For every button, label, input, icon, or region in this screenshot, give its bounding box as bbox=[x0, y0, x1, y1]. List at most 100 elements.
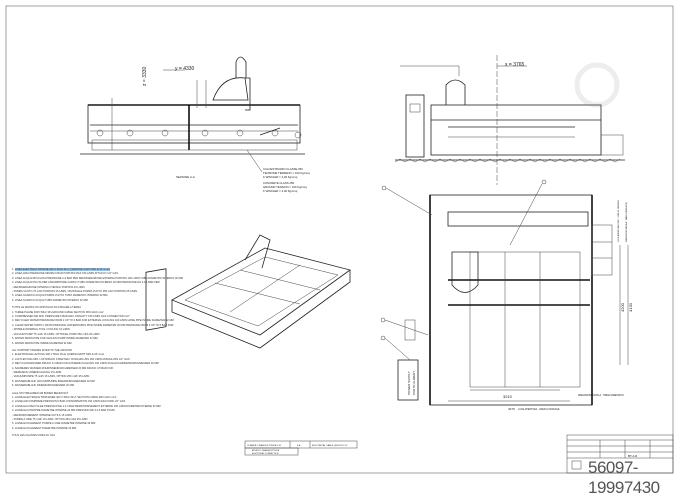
note-item: 2. LUFTLEITUNG MIN. LUFTDRUCK 6 BAR MAX.… bbox=[12, 358, 212, 362]
power-box-label-2: PUNTO ALIMENT. bbox=[412, 370, 416, 395]
side-label-2: DIMENSIONI TAVOLA - TABLE DIMENSION bbox=[625, 202, 628, 242]
legend-cell: CLIMATE: LINEA ELETTRICA T.10 bbox=[247, 444, 282, 447]
note-number: 6. bbox=[12, 426, 15, 430]
foundation-notes: CALCESTRUZZO CLASSE 250 TENSIONE TERRENO… bbox=[263, 167, 310, 193]
legend-symbol-en: ELECTRICAL CONNECTION bbox=[252, 452, 279, 455]
note-text: THREE PHASE 400V 50Hz 3P+GROUND CABLE SE… bbox=[14, 310, 104, 314]
note-number: 5. bbox=[12, 337, 15, 341]
note-item: 1. ELEKTRISCHE LEITUNG 400 V 50Hz 3F+E Q… bbox=[12, 353, 212, 357]
legend-table: CLIMATE: LINEA ELETTRICA T.10 3 A ELECTR… bbox=[244, 440, 358, 456]
passage-label: LUCE APERTURA - USEFUL PASSAGE bbox=[518, 408, 560, 411]
section-label: SEZIONE A-A bbox=[176, 175, 195, 179]
isometric-view bbox=[145, 234, 351, 349]
note-text: LINEA ARIA PRESSIONE MINIMA 6 BAR PORTAT… bbox=[14, 272, 119, 276]
note-item: 4. LIGNE EAU PROPRE DIAMETRE INTERNE 20 … bbox=[12, 409, 212, 413]
note-text: - REFROIDISSEMENT INTERNE OUTILS 15 L/MI… bbox=[12, 413, 72, 417]
note-item: 3. LIGNE EAU RECYCLEE PRESSION DE 2 A 3 … bbox=[12, 405, 212, 409]
installation-notes: 1. LINEA ELETTRICA TRIFASE 400 V 50Hz 3F… bbox=[12, 268, 212, 439]
note-number: 1. bbox=[12, 268, 15, 271]
side-label-1: LUCE APERTURA UTILE - USEFUL OPENING bbox=[617, 199, 620, 242]
plan-view: POWER SUPPLY PUNTO ALIMENT. 3210 4379 LU… bbox=[380, 179, 633, 411]
note-text: TOUS LES CHASSIS FIXES AU SOL bbox=[12, 434, 56, 438]
note-number: 1. bbox=[12, 395, 15, 399]
note-text: LIGNE ECOULEMENT POMPE A VIDE DIAMETRE I… bbox=[14, 422, 96, 426]
note-text: ALL SUPPORT FRAMES FIXED TO THE GROUND bbox=[12, 348, 72, 352]
notes-heading: TUTTE LE MATRICI DI APPOGGIO DA FISSARE … bbox=[12, 306, 212, 310]
foundation-note: CALCESTRUZZO CLASSE 250 bbox=[263, 167, 303, 171]
note-text: LINEA SCARICO ACQUA TUBO DIAMETRO INTERN… bbox=[14, 298, 88, 302]
note-item: 3. LINEA ACQUA RICICLATA PRESSIONE 2-3 B… bbox=[12, 277, 212, 281]
table-dimension-label: DIMENSIONI TAVOLA - TABLE DIMENSION bbox=[578, 394, 624, 397]
note-number: 1. bbox=[12, 353, 15, 357]
note-text: SAUBERES WASSER ROHRINNENDURCHMESSER 20 … bbox=[14, 366, 114, 370]
notes-heading: ALLE STUTZRAHMEN AM BODEN BEFESTIGT bbox=[12, 392, 212, 396]
note-item: 4. SAUBERES WASSER ROHRINNENDURCHMESSER … bbox=[12, 367, 212, 371]
note-number: 3. bbox=[12, 404, 15, 408]
note-number: 4. bbox=[12, 366, 15, 370]
note-number: 5. bbox=[12, 422, 15, 426]
note-number: 3. bbox=[12, 276, 15, 280]
note-item: 3. RECYCLED WATER PRESSURE FROM 2 UP TO … bbox=[12, 319, 212, 323]
note-text: - REFRIGERAZIONE INTERNA UTENSILI PORTAT… bbox=[12, 285, 85, 289]
note-item: 6. LIGNE ECOULEMENT DIAMETRE INTERNE 32 … bbox=[12, 427, 212, 431]
note-item: 5. LINEA SCARICO ACQUA POMPA VUOTO TUBO … bbox=[12, 294, 212, 298]
foundation-note: GROUND TENSION = 100 Kg/cmq bbox=[263, 185, 307, 189]
x-dimension: x = 3765 bbox=[505, 62, 525, 68]
note-item: - VACUUM PUMP 75 m3/h 15 L/MIN, OPTIONAL… bbox=[12, 333, 212, 337]
foundation-note: K WINKLER = 4,00 Kg/cmq bbox=[263, 175, 298, 179]
note-text: LIGNE AIR COMPRIME PRESSION 6 BAR CONSOM… bbox=[14, 400, 126, 404]
note-number: 6. bbox=[12, 384, 15, 388]
note-item: 1. LINEA ELETTRICA TRIFASE 400 V 50Hz 3F… bbox=[12, 268, 212, 272]
note-item: 5. WATER DRAIN PIPE FOR VACUUM PUMP INSI… bbox=[12, 337, 212, 341]
legend-cell: ELECTRICAL CABLE LENGTH T.10 bbox=[312, 444, 348, 447]
drawing-frame bbox=[5, 5, 674, 474]
note-text: LINEA ACQUA PULITA PER ASSORBITORE CARIC… bbox=[14, 281, 161, 285]
note-text: ALLE STUTZRAHMEN AM BODEN BEFESTIGT bbox=[12, 391, 69, 395]
note-number: 2. bbox=[12, 357, 15, 361]
note-text: LIGNE ECOULEMENT DIAMETRE INTERNE 32 MM bbox=[14, 426, 77, 430]
drawing-code: BT.A.R bbox=[628, 454, 638, 458]
note-item: 1. LIGNE ELECTRIQUE TRIPHASEE 400 V 50Hz… bbox=[12, 396, 212, 400]
note-item: - REFRIGERAZIONE INTERNA UTENSILI PORTAT… bbox=[12, 286, 212, 290]
note-item: - POMPA VUOTO 75 m3/h PORTATA 15 L/MIN, … bbox=[12, 290, 212, 294]
depth-dimension-1: 4200 bbox=[620, 302, 625, 312]
note-item: 6. WATER DRAIN PIPE INSIDE DIAMETER 32 M… bbox=[12, 342, 212, 346]
note-number: 4. bbox=[12, 281, 15, 285]
note-item: - POMPE A VIDE 75 m3/h 15 L/MIN, OPTION … bbox=[12, 418, 212, 422]
note-text: LINEA SCARICO ACQUA POMPA VUOTO TUBO DIA… bbox=[14, 294, 108, 298]
note-number: 1. bbox=[12, 310, 15, 314]
note-text: WATER DRAIN PIPE FOR VACUUM PUMP INSIDE … bbox=[14, 337, 98, 341]
depth-dimension-2: 4130 bbox=[628, 302, 633, 312]
note-text: WASSERABLAUF INNENDURCHMESSER 32 MM bbox=[14, 384, 74, 388]
note-number: 4. bbox=[12, 409, 15, 413]
technical-drawing: y = 4330 z = 3330 SEZIONE A-A CALCESTRUZ… bbox=[5, 5, 674, 474]
note-text: ELEKTRISCHE LEITUNG 400 V 50Hz 3F+E QUER… bbox=[14, 353, 104, 357]
power-box-label: POWER SUPPLY bbox=[407, 371, 411, 395]
note-number: 3. bbox=[12, 362, 15, 366]
note-item: - SPINDLE INTERNAL TOOL COOLING 15 L/MIN bbox=[12, 328, 212, 332]
note-item: - VAKUUMPUMPE 75 m3/h 15 L/MIN, OPTION 2… bbox=[12, 375, 212, 379]
watermark: 56097-19997430 bbox=[588, 458, 660, 497]
front-elevation-view: x = 3765 bbox=[394, 55, 625, 185]
note-number: 6. bbox=[12, 341, 15, 345]
note-number: 2. bbox=[12, 400, 15, 404]
gear-watermark-icon bbox=[574, 62, 620, 108]
y-dimension: y = 4330 bbox=[175, 66, 195, 72]
table-dimension: 3210 bbox=[503, 394, 513, 399]
note-text: - SPINDLE INTERNAL TOOL COOLING 15 L/MIN bbox=[12, 328, 70, 332]
note-number: 5. bbox=[12, 294, 15, 298]
note-item: 4. LINEA ACQUA PULITA PER ASSORBITORE CA… bbox=[12, 281, 212, 285]
note-item: 4. CLEAR WATER SUPPLY FROM PRINCIPAL WAT… bbox=[12, 324, 212, 328]
note-number: 2. bbox=[12, 315, 15, 319]
foundation-note: K WINKLER = 4,00 Kg/cmq bbox=[263, 189, 298, 193]
note-text: WATER DRAIN PIPE INSIDE DIAMETER 32 MM bbox=[14, 341, 72, 345]
note-text: LIGNE EAU PROPRE DIAMETRE INTERNE 20 MM … bbox=[14, 409, 116, 413]
note-number: 6. bbox=[12, 298, 15, 302]
note-text: - VACUUM PUMP 75 m3/h 15 L/MIN, OPTIONAL… bbox=[12, 332, 100, 336]
section-a-a-view: y = 4330 z = 3330 SEZIONE A-A CALCESTRUZ… bbox=[80, 56, 310, 193]
note-text: LIGNE ELECTRIQUE TRIPHASEE 400 V 50Hz 3P… bbox=[14, 395, 117, 399]
note-number: 3. bbox=[12, 319, 15, 323]
legend-cell: 3 A bbox=[297, 444, 301, 447]
passage-dimension: 4379 bbox=[508, 407, 515, 411]
note-number: 2. bbox=[12, 272, 15, 276]
